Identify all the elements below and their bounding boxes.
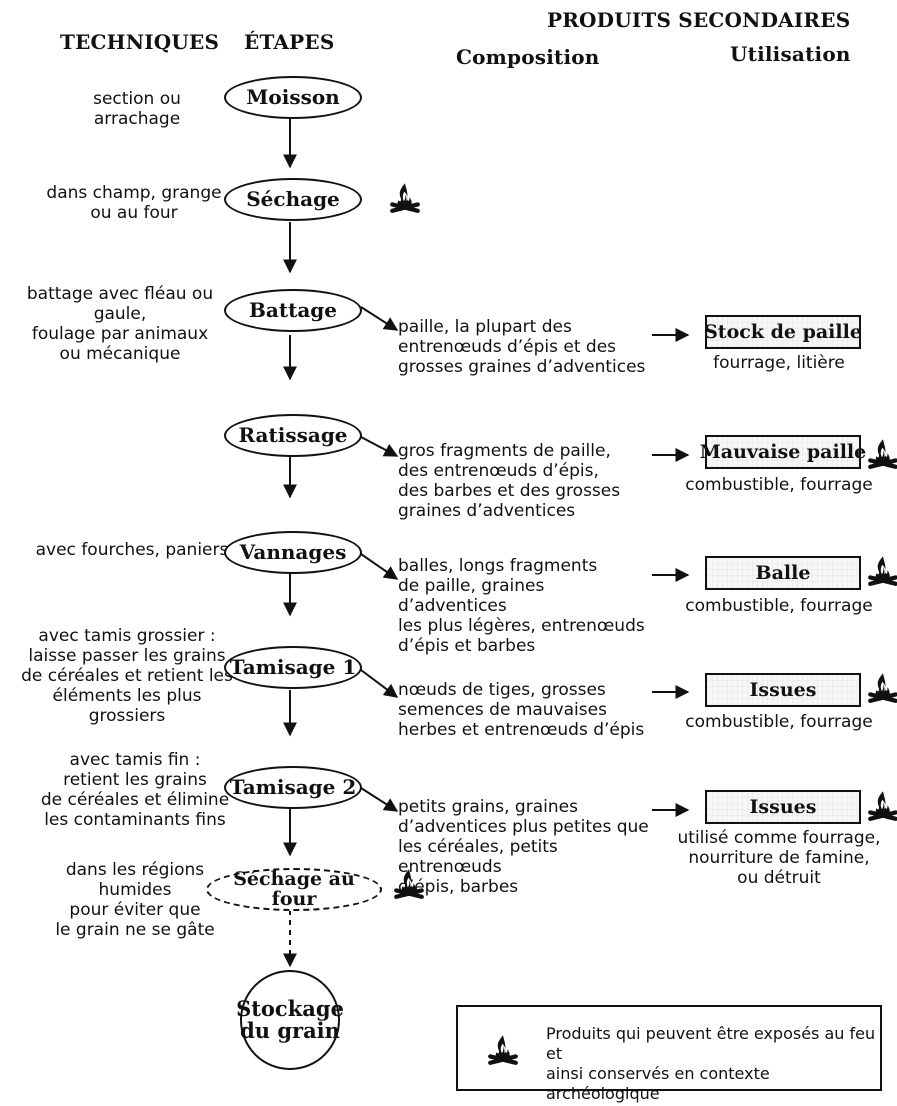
branch-arrow-tamisage1 <box>360 669 399 698</box>
branch-arrow-ratissage <box>360 436 399 457</box>
product-box-issues-2: Issues <box>705 790 861 824</box>
step-stockage-du-grain: Stockage du grain <box>236 970 344 1070</box>
product-box-stock-de-paille: Stock de paille <box>704 315 862 349</box>
etapes-header: ÉTAPES <box>244 30 335 54</box>
fire-icon <box>868 673 897 703</box>
composition-battage: paille, la plupart des entrenœuds d’épis… <box>398 317 646 378</box>
product-box-mauvaise-paille: Mauvaise paille <box>700 435 866 469</box>
produits-secondaires-header: PRODUITS SECONDAIRES <box>547 8 851 32</box>
technique-sechage: dans champ, grange ou au four <box>46 183 222 224</box>
step-sechage: Séchage <box>224 178 362 221</box>
usage-balle: combustible, fourrage <box>685 596 873 616</box>
product-box-balle: Balle <box>705 556 861 590</box>
usage-issues-2: utilisé comme fourrage, nourriture de fa… <box>677 828 881 889</box>
composition-ratissage: gros fragments de paille, des entrenœuds… <box>398 441 621 522</box>
step-ratissage: Ratissage <box>224 414 362 457</box>
legend-text: Produits qui peuvent être exposés au feu… <box>546 1024 876 1103</box>
branch-arrow-vannages <box>360 553 399 580</box>
techniques-header: TECHNIQUES <box>60 30 220 54</box>
fire-icon <box>390 183 420 213</box>
technique-moisson: section ou arrachage <box>93 89 181 130</box>
technique-tamisage1: avec tamis grossier : laisse passer les … <box>21 626 233 727</box>
technique-vannages: avec fourches, paniers <box>35 540 229 560</box>
step-tamisage2: Tamisage 2 <box>224 766 362 809</box>
composition-tamisage1: nœuds de tiges, grosses semences de mauv… <box>398 680 645 741</box>
technique-tamisage2: avec tamis fin : retient les grains de c… <box>40 750 230 831</box>
step-sechage-au-four: Séchage au four <box>206 868 382 911</box>
step-battage: Battage <box>224 289 362 332</box>
composition-vannages: balles, longs fragments de paille, grain… <box>398 556 645 657</box>
step-moisson: Moisson <box>224 76 362 119</box>
fire-icon <box>868 791 897 821</box>
fire-icon <box>868 556 897 586</box>
fire-icon <box>394 869 424 899</box>
utilisation-header: Utilisation <box>730 42 851 66</box>
composition-header: Composition <box>456 45 600 69</box>
step-vannages: Vannages <box>224 531 362 574</box>
branch-arrow-tamisage2 <box>360 787 399 812</box>
technique-battage: battage avec fléau ou gaule, foulage par… <box>26 284 214 365</box>
usage-issues-1: combustible, fourrage <box>685 712 873 732</box>
product-box-issues-1: Issues <box>705 673 861 707</box>
step-tamisage1: Tamisage 1 <box>224 646 362 689</box>
composition-tamisage2: petits grains, graines d’adventices plus… <box>398 797 649 898</box>
fire-icon <box>488 1035 518 1065</box>
usage-mauvaise-paille: combustible, fourrage <box>685 475 873 495</box>
technique-sechage-four: dans les régions humides pour éviter que… <box>55 860 215 941</box>
fire-icon <box>868 439 897 469</box>
branch-arrow-battage <box>360 306 399 331</box>
legend-box: Produits qui peuvent être exposés au feu… <box>456 1005 882 1103</box>
usage-stock-de-paille: fourrage, litière <box>713 353 845 373</box>
